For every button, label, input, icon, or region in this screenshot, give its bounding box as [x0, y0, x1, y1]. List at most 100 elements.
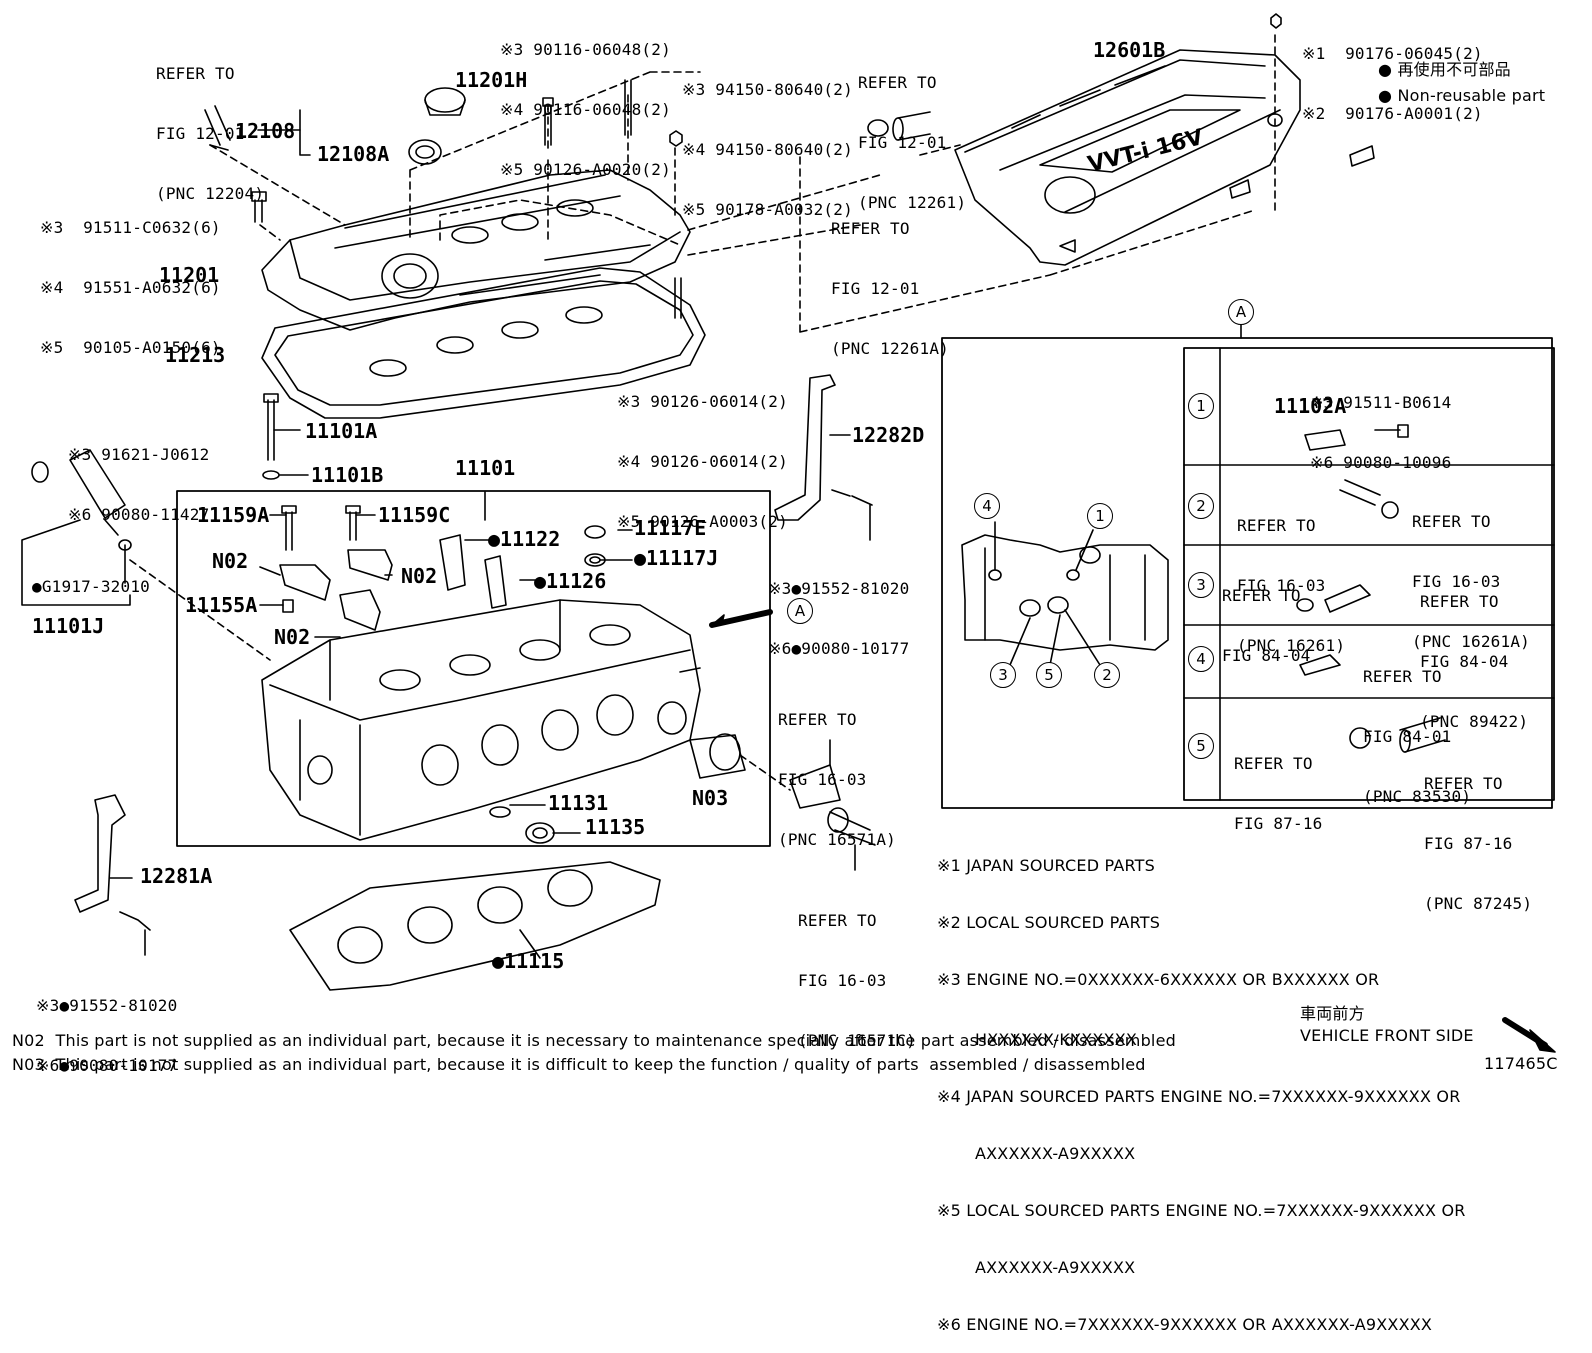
front-en: VEHICLE FRONT SIDE	[1300, 1026, 1474, 1045]
mark: ※3	[768, 579, 792, 598]
part-11101B: 11101B	[311, 463, 384, 487]
row2-right: REFER TO FIG 16-03 (PNC 16261A)	[1412, 472, 1530, 672]
engine-cover-bolts: ※1 90176-06045(2) ※2 90176-A0001(2)	[1302, 4, 1483, 144]
refer-line: REFER TO	[1424, 774, 1503, 793]
refer-line: FIG 84-04	[1420, 652, 1509, 671]
refer-line: FIG 87-16	[1234, 814, 1323, 833]
view-a-header: A	[1228, 299, 1254, 325]
view-a-marker: A	[787, 598, 813, 624]
mark: ※6	[36, 1056, 60, 1075]
part-12601B: 12601B	[1093, 38, 1166, 62]
note-line: ※2 LOCAL SOURCED PARTS	[937, 913, 1161, 932]
part-number: ※4 90126-06014(2)	[617, 452, 788, 471]
part-11155A: 11155A	[185, 593, 258, 617]
cylinder-head-drawing	[261, 599, 701, 841]
part-11213: 11213	[165, 343, 226, 367]
refer-line: REFER TO	[1234, 754, 1313, 773]
block-marker-5: 5	[1036, 662, 1062, 688]
refer-line: REFER TO	[1363, 667, 1442, 686]
legend-en: Non-reusable part	[1378, 86, 1545, 105]
block-marker-3: 3	[990, 662, 1016, 688]
refer-line: FIG 84-01	[1363, 727, 1452, 746]
part-number-row: ※6 90080-10177	[768, 639, 909, 659]
part-number: 90080-10177	[801, 639, 910, 658]
non-reusable-dot-icon	[1378, 86, 1392, 105]
refer-line: REFER TO	[156, 64, 235, 83]
figure-id: 117465C	[1484, 1054, 1558, 1073]
part-11201: 11201	[159, 263, 220, 287]
non-reusable-dot-icon	[59, 996, 69, 1015]
refer-line: REFER TO	[1222, 586, 1301, 605]
row4-right: REFER TO FIG 84-01 (PNC 83530)	[1363, 627, 1471, 827]
part-number-text: 11126	[546, 569, 607, 593]
part-11201H: 11201H	[455, 68, 528, 92]
refer-12261A: REFER TO FIG 12-01 (PNC 12261A)	[831, 179, 949, 379]
ocv-parts: ※3 91621-J0612 ※6 90080-11427	[68, 405, 209, 545]
part-number: ※5 90178-A0032(2)	[682, 200, 853, 219]
part-number-text: 11115	[504, 949, 565, 973]
row1-parts: ※3 91511-B0614 ※6 90080-10096	[1310, 353, 1451, 493]
note-line: AXXXXXX-A9XXXXX	[975, 1258, 1136, 1277]
row3-left: REFER TO FIG 84-04	[1222, 546, 1311, 686]
part-number: ※4 91551-A0632(6)	[40, 278, 221, 297]
note-line: ※3 ENGINE NO.=0XXXXXX-6XXXXXX OR BXXXXXX…	[937, 970, 1380, 989]
notes: ※1 JAPAN SOURCED PARTS ※2 LOCAL SOURCED …	[937, 818, 1466, 1353]
head-box	[176, 490, 771, 847]
row-num-3: 3	[1188, 572, 1214, 598]
refer-line: (PNC 16261)	[1237, 636, 1346, 655]
view-a-panel	[941, 337, 1553, 809]
refer-line: (PNC 83530)	[1363, 787, 1472, 806]
part-number: ※4 90116-06048(2)	[500, 100, 671, 119]
non-reusable-dot-icon	[791, 579, 801, 598]
refer-line: FIG 84-04	[1222, 646, 1311, 665]
part-11101A: 11101A	[305, 419, 378, 443]
refer-line: FIG 16-03	[1237, 576, 1326, 595]
row-num-5: 5	[1188, 733, 1214, 759]
part-11117J: 11117J	[634, 546, 718, 570]
part-11131: 11131	[548, 791, 609, 815]
part-12108A: 12108A	[317, 142, 390, 166]
row-num-1: 1	[1188, 393, 1214, 419]
studs-lower: ※3 90126-06014(2) ※4 90126-06014(2) ※5 9…	[617, 352, 788, 552]
n03-label: N03	[692, 786, 729, 810]
n02-label-c: N02	[274, 625, 311, 649]
non-reusable-dot-icon	[59, 1056, 69, 1075]
refer-line: REFER TO	[858, 73, 937, 92]
refer-line: (PNC 12261)	[858, 193, 967, 212]
refer-line: REFER TO	[831, 219, 910, 238]
part-number-text: G1917-32010	[41, 577, 151, 596]
refer-12261: REFER TO FIG 12-01 (PNC 12261)	[858, 33, 966, 233]
refer-line: REFER TO	[778, 710, 857, 729]
part-11122: 11122	[488, 527, 560, 551]
gasket-drawing	[261, 267, 706, 419]
part-number: 91552-81020	[69, 996, 178, 1015]
part-number: ※3 90126-06014(2)	[617, 392, 788, 411]
refer-line: (PNC 12261A)	[831, 339, 949, 358]
part-number: ※2 90176-A0001(2)	[1302, 104, 1483, 123]
non-reusable-dot-icon	[791, 639, 801, 658]
block-marker-4: 4	[974, 493, 1000, 519]
parts-diagram: VVT-i 16V	[12, 4, 1558, 1334]
row-num-4: 4	[1188, 646, 1214, 672]
refer-16571A: REFER TO FIG 16-03 (PNC 16571A)	[778, 670, 896, 870]
block-marker-2: 2	[1094, 662, 1120, 688]
part-number: ※4 94150-80640(2)	[682, 140, 853, 159]
part-12282D: 12282D	[852, 423, 925, 447]
row5-left: REFER TO FIG 87-16	[1234, 714, 1323, 854]
mark: ※3	[36, 996, 60, 1015]
part-11117E: 11117E	[634, 516, 707, 540]
refer-line: FIG 16-03	[1412, 572, 1501, 591]
row5-right: REFER TO FIG 87-16 (PNC 87245)	[1424, 734, 1532, 934]
diagram-drawing: VVT-i 16V	[21, 13, 1556, 1053]
bolts-left: ※3 91511-C0632(6) ※4 91551-A0632(6) ※5 9…	[40, 178, 221, 378]
non-reusable-dot-icon	[1378, 60, 1392, 79]
mark: ※6	[768, 639, 792, 658]
legend-jp-text: 再使用不可部品	[1397, 60, 1511, 79]
part-number: ※3 91511-B0614	[1310, 393, 1452, 412]
part-number: ※1 90176-06045(2)	[1302, 44, 1483, 63]
front-jp: 車両前方	[1300, 1004, 1365, 1023]
refer-line: (PNC 87245)	[1424, 894, 1533, 913]
row-num-2: 2	[1188, 493, 1214, 519]
